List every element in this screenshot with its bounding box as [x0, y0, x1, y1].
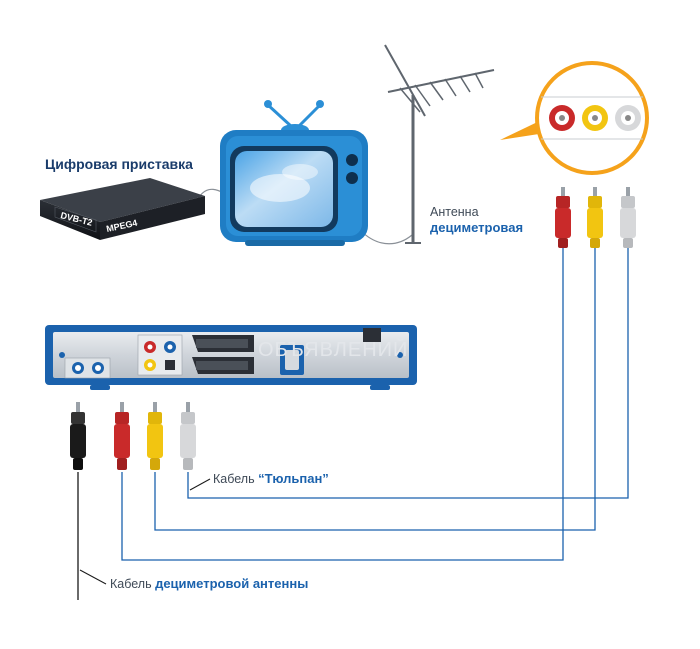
receiver-side-plugs — [70, 402, 196, 470]
set-top-box-label: Цифровая приставка — [45, 156, 193, 172]
tv-set — [220, 100, 368, 246]
tulip-callout: Кабель “Тюльпан” — [189, 471, 329, 491]
cables — [77, 188, 629, 600]
tulip-yellow-cable — [154, 247, 596, 531]
antenna-cable-callout: Кабель дециметровой антенны — [79, 569, 308, 591]
antenna-cable-label-name: дециметровой антенны — [155, 576, 308, 591]
set-top-box: DVB-T2 MPEG4 — [40, 178, 205, 240]
receiver-rear-panel — [45, 325, 417, 390]
antenna-cable-label-prefix: Кабель — [110, 577, 155, 591]
jack-red — [549, 105, 575, 131]
tulip-white-cable — [187, 247, 629, 499]
plug-yellow-top — [587, 187, 603, 248]
plug-yellow-bottom — [147, 402, 163, 470]
plug-black-bottom — [70, 402, 86, 470]
jack-white — [615, 105, 641, 131]
plug-red-bottom — [114, 402, 130, 470]
antenna-label-line1: Антенна — [430, 205, 479, 219]
uhf-antenna — [384, 44, 495, 244]
rca-jacks-callout — [500, 61, 649, 175]
tulip-label-prefix: Кабель — [213, 472, 258, 486]
jack-yellow — [582, 105, 608, 131]
plug-white-top — [620, 187, 636, 248]
plug-red-top — [555, 187, 571, 248]
tulip-label: Кабель “Тюльпан” — [213, 471, 329, 486]
tulip-red-cable — [121, 247, 564, 561]
antenna-label-line2: дециметровая — [430, 220, 523, 235]
tulip-label-name: “Тюльпан” — [258, 471, 329, 486]
tv-side-plugs — [555, 187, 636, 248]
watermark: ОБЪЯВЛЕНИЙ — [258, 337, 408, 361]
antenna-cable-label: Кабель дециметровой антенны — [110, 576, 308, 591]
tv-to-antenna-cable — [359, 229, 413, 245]
plug-white-bottom — [180, 402, 196, 470]
